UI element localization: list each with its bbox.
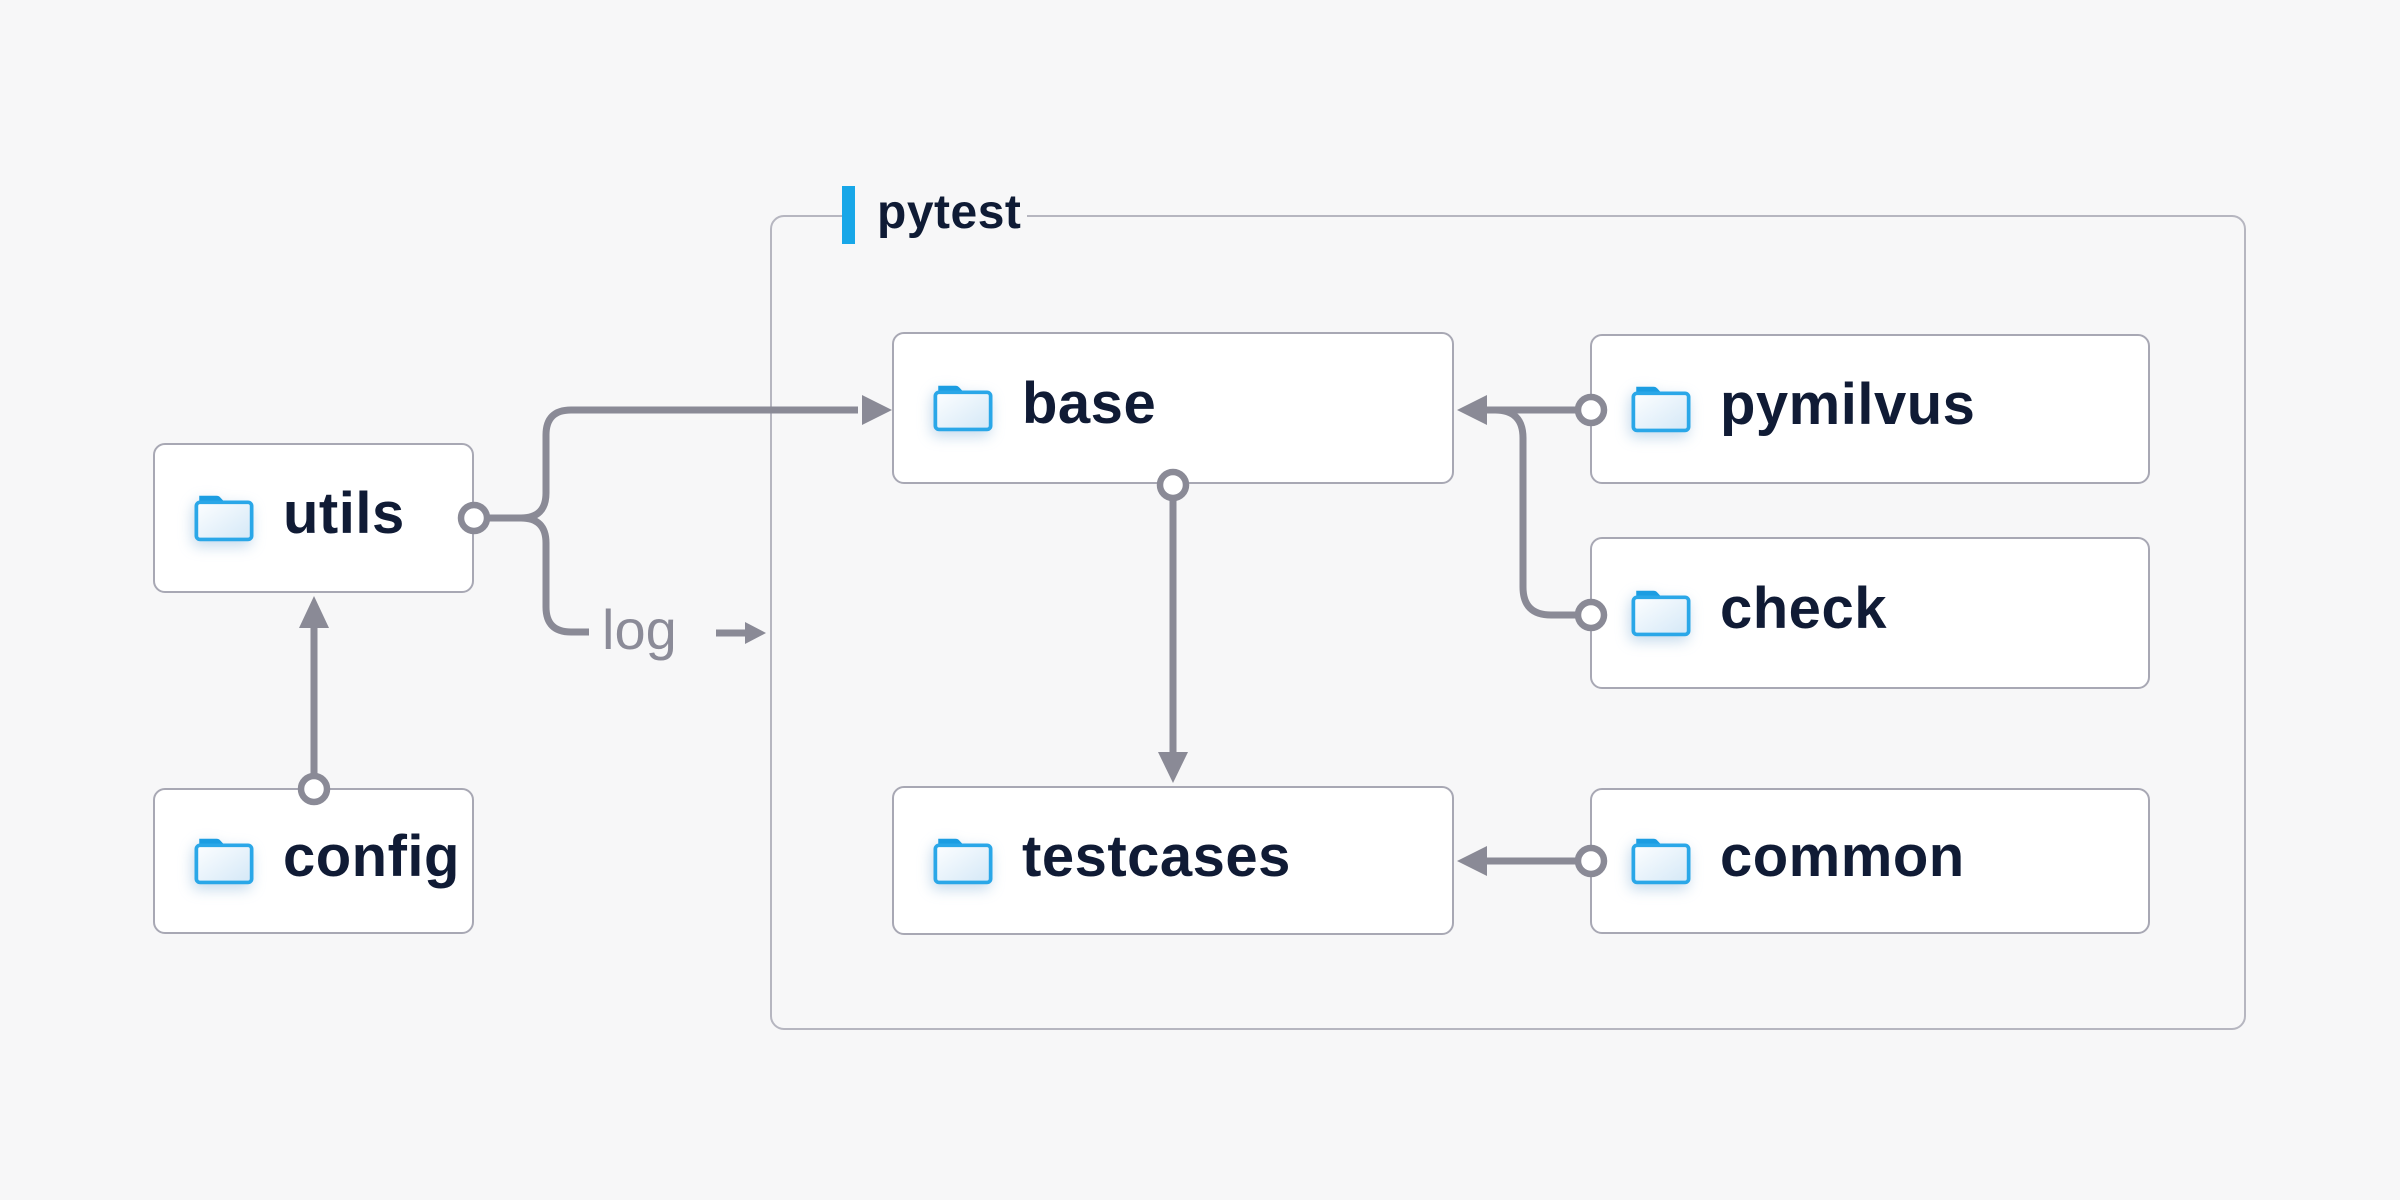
- node-testcases: testcases: [892, 786, 1454, 935]
- edge-utils-log: [487, 514, 589, 636]
- node-common: common: [1590, 788, 2150, 934]
- folder-icon: [191, 491, 257, 545]
- folder-icon: [930, 381, 996, 435]
- arrowhead-into-utils: [299, 596, 329, 628]
- node-pymilvus: pymilvus: [1590, 334, 2150, 484]
- edge-label-log: log: [602, 598, 677, 661]
- folder-icon: [930, 834, 996, 888]
- pytest-group-container: [770, 215, 2246, 1030]
- node-config: config: [153, 788, 474, 934]
- node-config-label: config: [283, 824, 460, 889]
- folder-icon: [191, 834, 257, 888]
- node-common-label: common: [1720, 824, 1965, 889]
- node-utils-label: utils: [283, 481, 405, 546]
- node-testcases-label: testcases: [1022, 823, 1291, 889]
- node-base-label: base: [1022, 371, 1157, 436]
- pytest-group-title: pytest: [877, 186, 1022, 239]
- folder-icon: [1628, 586, 1694, 640]
- node-pymilvus-label: pymilvus: [1720, 372, 1976, 437]
- accent-bar: [842, 186, 855, 244]
- node-utils: utils: [153, 443, 474, 593]
- node-check: check: [1590, 537, 2150, 689]
- pytest-group-label: pytest: [842, 186, 1028, 244]
- folder-icon: [1628, 834, 1694, 888]
- node-base: base: [892, 332, 1454, 484]
- node-check-label: check: [1720, 576, 1887, 641]
- arrowhead-log: [745, 622, 766, 644]
- folder-icon: [1628, 382, 1694, 436]
